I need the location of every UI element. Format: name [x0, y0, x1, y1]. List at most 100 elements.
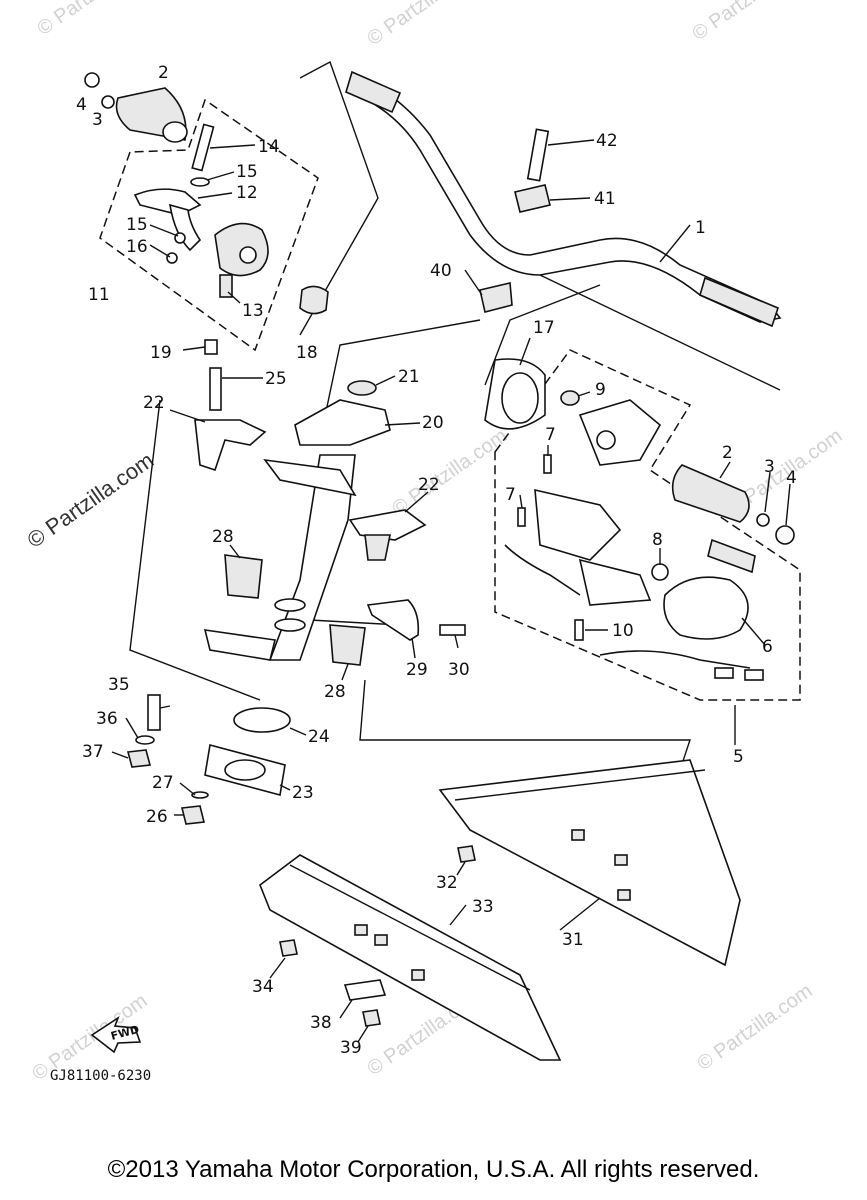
callout-35: 35 [108, 675, 130, 695]
callout-8: 8 [652, 530, 663, 550]
bracket-20 [294, 399, 391, 446]
callout-2: 2 [722, 443, 733, 463]
assembly-box-5 [494, 349, 801, 701]
boundary-line [539, 274, 781, 391]
callout-5: 5 [733, 747, 744, 767]
callout-numbers: 1 2 2 3 3 4 4 5 6 7 7 8 9 10 11 12 13 14… [76, 63, 797, 1058]
holder-40 [479, 282, 513, 313]
holder-41 [514, 184, 551, 213]
bolt-4-right [775, 525, 795, 545]
callout-23: 23 [292, 783, 314, 803]
callout-32: 32 [436, 873, 458, 893]
collar-18 [299, 285, 329, 315]
handlebar-grip-left [345, 70, 402, 114]
nut-34 [279, 939, 298, 957]
callout-40: 40 [430, 261, 452, 281]
screw-7-lower [517, 507, 526, 527]
callout-17: 17 [533, 318, 555, 338]
callout-3: 3 [764, 457, 775, 477]
callout-12: 12 [236, 183, 258, 203]
nut-37 [126, 749, 152, 768]
callout-7: 7 [545, 425, 556, 445]
callout-19: 19 [150, 343, 172, 363]
washer-27 [191, 791, 209, 799]
callout-24: 24 [308, 727, 330, 747]
spring-right [707, 538, 756, 574]
bolt-14 [191, 123, 215, 172]
callout-27: 27 [152, 773, 174, 793]
nut-26 [181, 805, 205, 825]
callout-15: 15 [236, 162, 258, 182]
bolt-35 [147, 694, 161, 731]
boundary-line [484, 284, 601, 386]
cap-8 [651, 563, 669, 581]
callout-3: 3 [92, 110, 103, 130]
clamp-38 [343, 979, 387, 1001]
handlebar-outline [299, 60, 379, 336]
leader-lines [111, 139, 791, 1043]
bolt-42 [526, 128, 550, 182]
callout-13: 13 [242, 301, 264, 321]
callout-6: 6 [762, 637, 773, 657]
washer-15 [174, 232, 186, 244]
bracket-22-right [348, 509, 427, 541]
callout-22: 22 [418, 475, 440, 495]
callout-1: 1 [695, 218, 706, 238]
callout-4: 4 [786, 468, 797, 488]
copyright-notice: ©2013 Yamaha Motor Corporation, U.S.A. A… [107, 1156, 760, 1183]
throttle-housing-right [578, 399, 662, 466]
callout-29: 29 [406, 660, 428, 680]
collar-21 [347, 380, 377, 396]
callout-41: 41 [594, 189, 616, 209]
callout-34: 34 [252, 977, 274, 997]
callout-28: 28 [212, 527, 234, 547]
washer-3-left [101, 95, 115, 109]
callout-30: 30 [448, 660, 470, 680]
callout-38: 38 [310, 1013, 332, 1033]
callout-9: 9 [595, 380, 606, 400]
callout-25: 25 [265, 369, 287, 389]
callout-16: 16 [126, 237, 148, 257]
nut-39 [362, 1009, 381, 1027]
assembly-box-11 [99, 98, 319, 352]
callout-4: 4 [76, 95, 87, 115]
clip-16 [166, 252, 178, 264]
handlebar-grip-right [699, 276, 779, 328]
cable [599, 650, 751, 669]
callout-11: 11 [88, 285, 110, 305]
callout-2: 2 [158, 63, 169, 83]
throttle-lever-6 [663, 576, 749, 640]
callout-21: 21 [398, 367, 420, 387]
callout-10: 10 [612, 621, 634, 641]
callout-15: 15 [126, 215, 148, 235]
steering-outline [129, 399, 261, 701]
washer-36 [135, 735, 155, 745]
bolt-30 [439, 624, 466, 636]
callout-37: 37 [82, 742, 104, 762]
callout-36: 36 [96, 709, 118, 729]
callout-42: 42 [596, 131, 618, 151]
grip-2-right [671, 464, 750, 523]
cap-9 [560, 390, 580, 406]
callout-33: 33 [472, 897, 494, 917]
spring-13 [219, 274, 233, 298]
callout-18: 18 [296, 343, 318, 363]
lever-12 [133, 188, 202, 216]
callout-39: 39 [340, 1038, 362, 1058]
bushing-28-upper [224, 554, 263, 599]
bolt-25 [209, 367, 222, 411]
clamp-24 [233, 707, 291, 733]
bracket-22-left [194, 419, 267, 472]
clamp-29 [366, 599, 420, 641]
callout-14: 14 [258, 137, 280, 157]
screw-7-upper [543, 454, 552, 474]
callout-22: 22 [143, 393, 165, 413]
washer-3-right [756, 513, 770, 527]
callout-31: 31 [562, 930, 584, 950]
callout-20: 20 [422, 413, 444, 433]
switch-body [534, 488, 622, 561]
bushing-28-lower [329, 624, 366, 666]
nut-32 [457, 845, 476, 863]
